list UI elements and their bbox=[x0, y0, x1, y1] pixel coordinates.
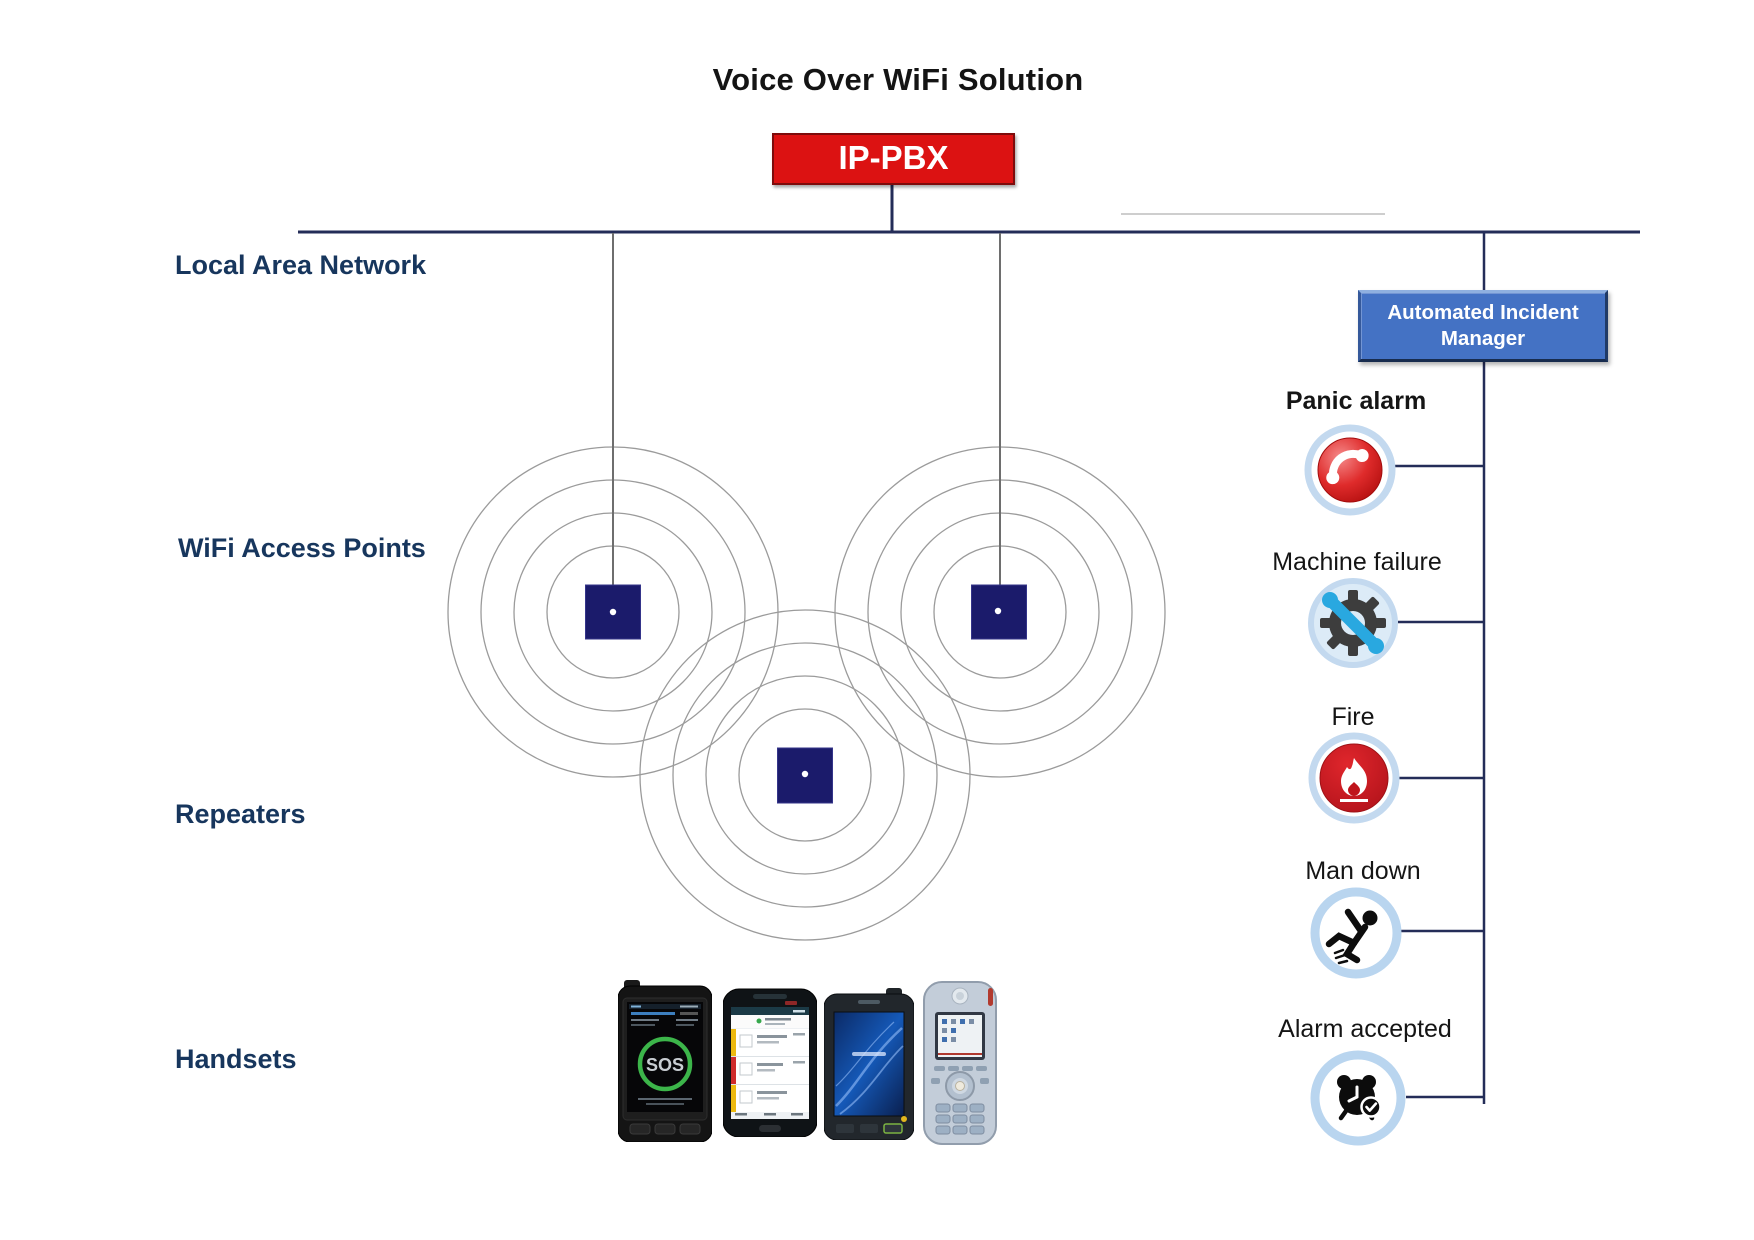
access-point-2 bbox=[971, 584, 1027, 640]
phone-handset-glyph bbox=[1326, 449, 1369, 485]
incident-manager-label-line1: Automated Incident bbox=[1387, 301, 1579, 324]
alarm-clock-glyph bbox=[1337, 1075, 1382, 1121]
repeater-coverage-rings bbox=[639, 609, 971, 941]
flame-icon bbox=[1306, 730, 1402, 826]
smart-handset-task-list-image bbox=[722, 985, 818, 1142]
alarm-label-alarm-accepted: Alarm accepted bbox=[1278, 1015, 1452, 1043]
sos-screen-text: SOS bbox=[646, 1055, 684, 1075]
incident-manager-node: Automated Incident Manager bbox=[1358, 290, 1608, 362]
incident-manager-label-line2: Manager bbox=[1440, 327, 1526, 350]
alarm-label-man-down: Man down bbox=[1305, 857, 1421, 885]
check-badge bbox=[1360, 1096, 1382, 1118]
flame-glyph bbox=[1340, 758, 1368, 802]
task-rows bbox=[731, 1029, 809, 1112]
repeater-node bbox=[777, 747, 833, 804]
keypad bbox=[935, 1103, 985, 1135]
access-point-1 bbox=[585, 584, 641, 640]
label-local-area-network: Local Area Network bbox=[175, 250, 427, 280]
sos-ring bbox=[637, 1036, 693, 1092]
page-title: Voice Over WiFi Solution bbox=[712, 62, 1084, 97]
panic-phone-icon bbox=[1302, 422, 1398, 518]
falling-person-glyph bbox=[1325, 908, 1378, 965]
screen-light-streaks bbox=[835, 1021, 904, 1115]
wrench-glyph bbox=[1322, 592, 1384, 654]
alarm-label-fire: Fire bbox=[1331, 703, 1375, 731]
screen-icons bbox=[938, 1019, 982, 1055]
ip-pbx-node: IP-PBX bbox=[772, 133, 1015, 185]
alarm-label-machine-failure: Machine failure bbox=[1272, 548, 1442, 576]
red-side-button bbox=[988, 988, 993, 1006]
dect-style-handset-image bbox=[922, 978, 998, 1151]
label-handsets: Handsets bbox=[175, 1044, 297, 1074]
rugged-handset-blue-screen-image bbox=[823, 988, 915, 1145]
alarm-clock-check-icon bbox=[1310, 1050, 1406, 1146]
label-wifi-access-points: WiFi Access Points bbox=[178, 533, 426, 563]
label-repeaters: Repeaters bbox=[175, 799, 306, 829]
rugged-sos-handset-image: SOS bbox=[617, 980, 713, 1147]
ip-pbx-label: IP-PBX bbox=[838, 139, 949, 176]
gear-wrench-icon bbox=[1305, 575, 1401, 671]
alarm-connector-lines bbox=[1394, 464, 1484, 1099]
falling-person-icon bbox=[1308, 885, 1404, 981]
alarm-label-panic: Panic alarm bbox=[1285, 387, 1427, 415]
